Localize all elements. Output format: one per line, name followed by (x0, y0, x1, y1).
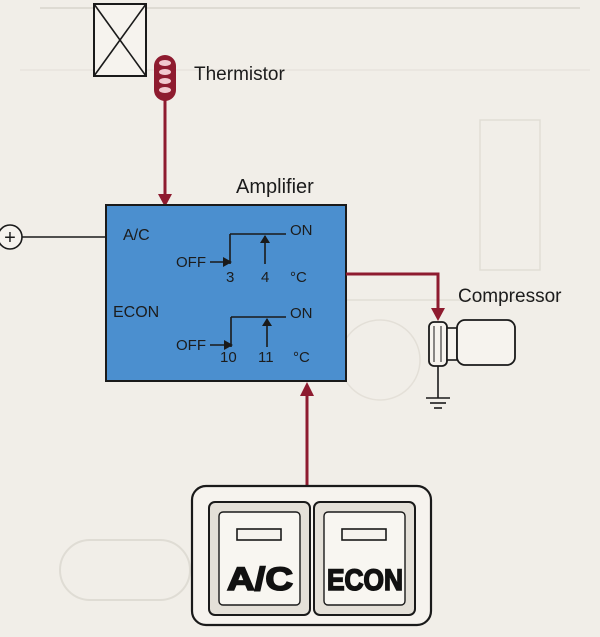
econ-indicator-light (341, 528, 387, 541)
ac-hysteresis-curve (210, 233, 286, 267)
switch-panel-wire (300, 382, 314, 488)
amplifier-box (105, 204, 347, 382)
ac-button-label: A/C (227, 561, 293, 597)
compressor-label: Compressor (458, 286, 562, 307)
svg-text:+: + (4, 227, 16, 249)
compressor-wire (346, 272, 445, 321)
thermistor-label: Thermistor (194, 64, 285, 85)
amplifier-label: Amplifier (236, 176, 314, 198)
thermistor-sensor-icon (154, 55, 176, 101)
econ-high-threshold: 11 (258, 349, 274, 366)
amplifier-econ-label: ECON (113, 304, 159, 321)
econ-low-threshold: 10 (220, 349, 237, 366)
econ-on-label: ON (290, 305, 313, 322)
ground-icon (426, 366, 450, 409)
compressor-icon (428, 319, 516, 367)
ac-off-label: OFF (176, 254, 206, 271)
ac-switch-button[interactable]: A/C (208, 501, 311, 616)
thermistor-housing (93, 3, 147, 77)
amplifier-ac-label: A/C (123, 227, 150, 244)
ac-unit-label: °C (290, 269, 307, 286)
ac-on-label: ON (290, 222, 313, 239)
econ-button-label: ECON (327, 564, 403, 597)
econ-unit-label: °C (293, 349, 310, 366)
ac-high-threshold: 4 (261, 269, 269, 286)
econ-off-label: OFF (176, 337, 206, 354)
power-plus-icon: + (0, 224, 23, 250)
econ-hysteresis-curve (210, 316, 286, 350)
ac-low-threshold: 3 (226, 269, 234, 286)
econ-switch-button[interactable]: ECON (313, 501, 416, 616)
thermistor-wire (158, 100, 172, 207)
ac-indicator-light (236, 528, 282, 541)
